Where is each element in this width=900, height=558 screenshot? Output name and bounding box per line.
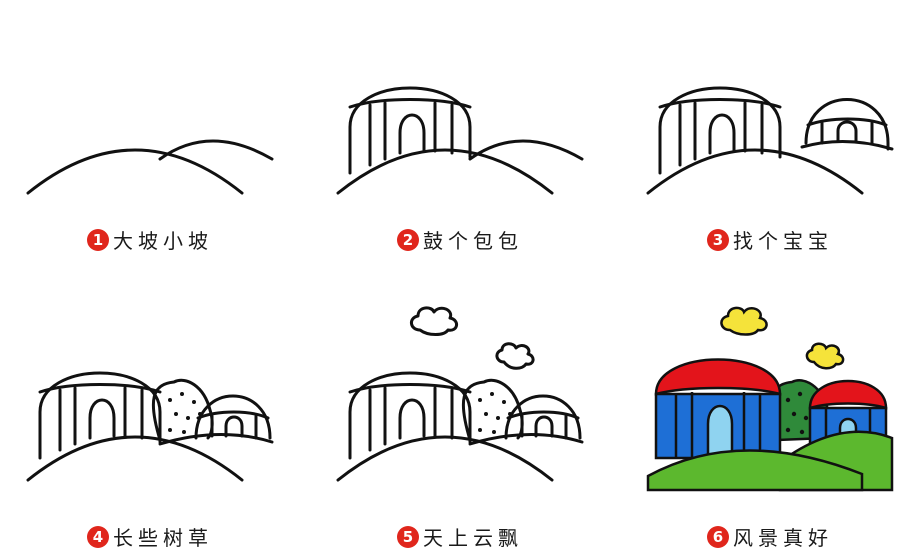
cloud (410, 306, 458, 336)
step-label: 天上云飘 (423, 526, 523, 550)
step-label: 长些树草 (113, 526, 213, 550)
step-number-badge: 4 (87, 525, 109, 548)
dome-house (658, 86, 782, 175)
step-3-caption: 3 找个宝宝 (630, 225, 900, 254)
step-3-drawing (646, 86, 894, 195)
step-4-caption: 4 长些树草 (10, 522, 290, 551)
step-number-badge: 1 (87, 228, 109, 251)
step-6-caption: 6 风景真好 (630, 522, 900, 551)
door (706, 404, 734, 460)
step-label: 风景真好 (733, 526, 833, 550)
step-label: 找个宝宝 (733, 229, 833, 253)
small-dome-house (158, 394, 274, 446)
step-number-badge: 3 (707, 228, 729, 251)
step-panel-1: 1 大坡小坡 (10, 35, 290, 295)
step-panel-3: 3 找个宝宝 (630, 35, 900, 295)
step-2-caption: 2 鼓个包包 (320, 225, 600, 254)
cloud (805, 342, 845, 370)
dome-house (348, 86, 472, 175)
small-hill (158, 139, 274, 161)
step-5-caption: 5 天上云飘 (320, 522, 600, 551)
big-hill (646, 148, 864, 195)
step-5-drawing (336, 306, 584, 482)
small-dome-house (800, 98, 894, 151)
big-hill (336, 148, 554, 195)
step-4-drawing (26, 371, 274, 482)
step-panel-5: 5 天上云飘 (320, 290, 600, 550)
step-panel-2: 2 鼓个包包 (320, 35, 600, 295)
step-6-drawing (646, 306, 894, 492)
step-panel-6: 6 风景真好 (630, 290, 900, 550)
small-hill (468, 139, 584, 161)
big-hill (646, 449, 864, 492)
dome-house (654, 358, 782, 460)
step-number-badge: 5 (397, 525, 419, 548)
dome-house (38, 371, 162, 460)
big-hill (26, 148, 244, 195)
small-dome-house (468, 394, 584, 446)
step-panel-4: 4 长些树草 (10, 290, 290, 550)
step-1-drawing (26, 139, 274, 195)
big-hill (26, 435, 244, 482)
cloud (720, 306, 768, 336)
step-label: 鼓个包包 (423, 229, 523, 253)
step-2-drawing (336, 86, 584, 195)
door (398, 113, 426, 155)
step-1-caption: 1 大坡小坡 (10, 225, 290, 254)
dome-house (348, 371, 472, 460)
step-number-badge: 6 (707, 525, 729, 548)
big-hill (336, 435, 554, 482)
step-label: 大坡小坡 (113, 229, 213, 253)
step-number-badge: 2 (397, 228, 419, 251)
cloud (495, 342, 535, 370)
